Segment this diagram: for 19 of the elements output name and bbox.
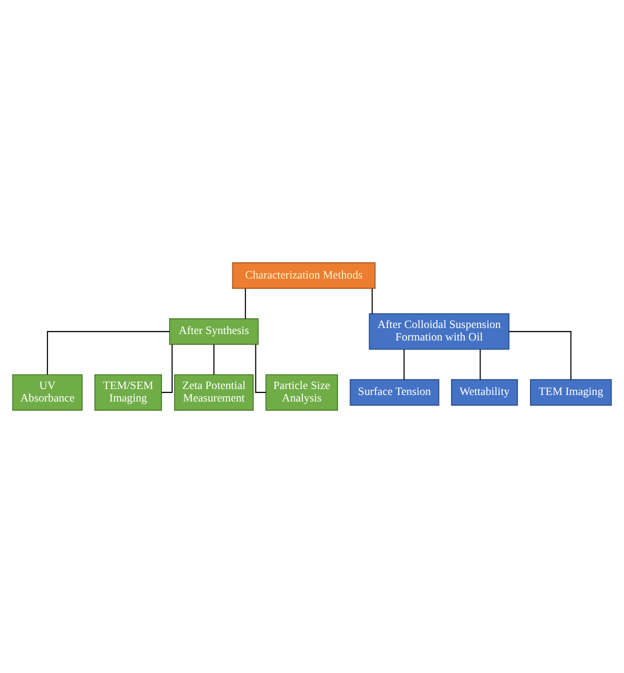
node-box: TEM/SEM Imaging bbox=[94, 374, 162, 411]
connector bbox=[213, 344, 214, 375]
node-box: UV Absorbance bbox=[12, 374, 83, 411]
connector bbox=[162, 344, 173, 393]
connector bbox=[244, 288, 246, 319]
node-box: TEM Imaging bbox=[530, 379, 612, 406]
node-box: Particle Size Analysis bbox=[265, 374, 338, 411]
connector bbox=[404, 350, 405, 380]
node-box: Zeta Potential Measurement bbox=[174, 374, 254, 411]
node-box: After Colloidal Suspension Formation with Oil bbox=[368, 313, 510, 350]
connector bbox=[480, 350, 481, 380]
node-box: After Synthesis bbox=[169, 318, 259, 345]
connector bbox=[372, 288, 373, 314]
connector bbox=[255, 344, 266, 393]
connector bbox=[509, 331, 572, 380]
node-box: Surface Tension bbox=[350, 379, 440, 406]
node-box: Characterization Methods bbox=[232, 262, 376, 289]
connector bbox=[46, 331, 170, 374]
node-box: Wettability bbox=[451, 379, 518, 406]
